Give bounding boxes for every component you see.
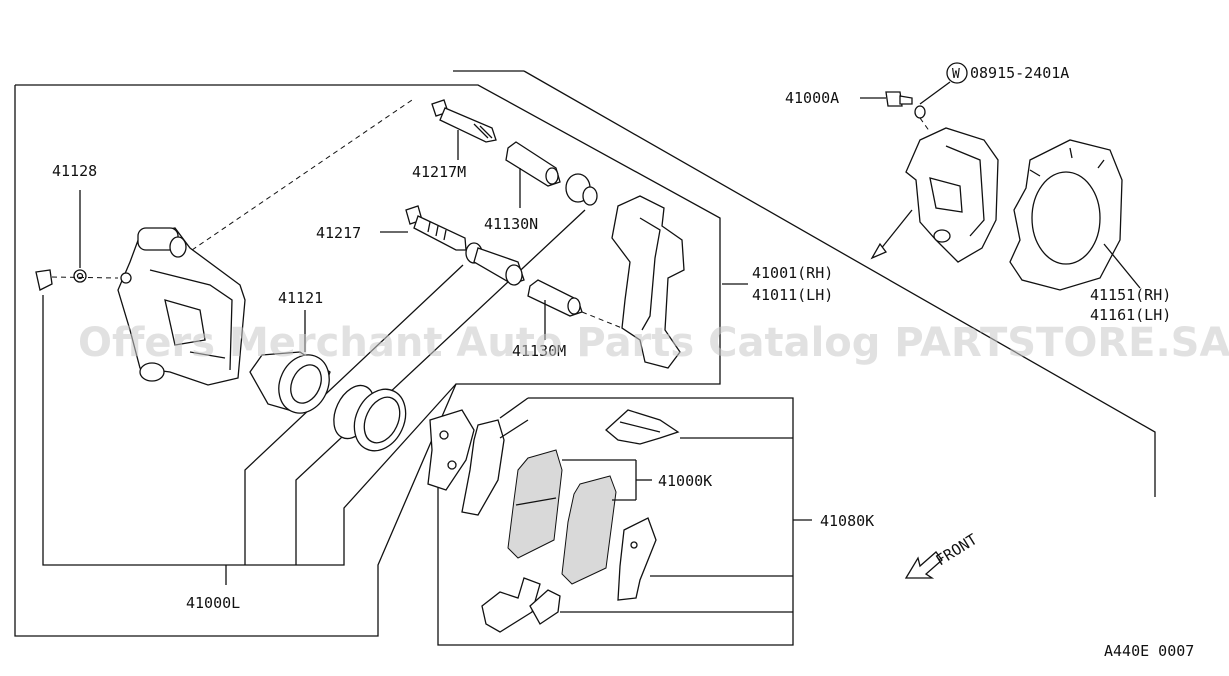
- label-41130m: 41130M: [512, 342, 566, 360]
- label-41161-lh: 41161(LH): [1090, 306, 1171, 324]
- label-41121: 41121: [278, 289, 323, 307]
- label-08915-2401a: 08915-2401A: [970, 64, 1069, 82]
- caliper-support-bracket: [611, 195, 748, 369]
- label-41130n: 41130N: [484, 215, 538, 233]
- label-41001-rh: 41001(RH): [752, 264, 833, 282]
- pad-kit: [427, 409, 812, 633]
- label-front: FRONT: [933, 530, 981, 569]
- diagram-code: A440E 0007: [1104, 642, 1194, 660]
- frame-lines: [14, 70, 1156, 646]
- label-41217m: 41217M: [412, 163, 466, 181]
- assembled-caliper: [860, 81, 999, 263]
- washer-symbol-circle: [946, 62, 968, 84]
- label-41217: 41217: [316, 224, 361, 242]
- guide-pins: [191, 97, 623, 340]
- front-arrow-icon: [904, 551, 943, 579]
- piston-and-seals: [249, 310, 407, 452]
- label-41128: 41128: [52, 162, 97, 180]
- bleeder-screw: [35, 190, 119, 291]
- dust-shield: [1009, 139, 1141, 291]
- label-41011-lh: 41011(LH): [752, 286, 833, 304]
- label-41151-rh: 41151(RH): [1090, 286, 1171, 304]
- part-labels: 41128 41217M 41130N 41217 41121 41130M 4…: [52, 62, 1194, 660]
- caliper-body: [117, 227, 246, 386]
- label-41000a: 41000A: [785, 89, 839, 107]
- label-41080k: 41080K: [820, 512, 874, 530]
- watermark: Offers Merchant Auto Parts Catalog PARTS…: [78, 320, 1229, 366]
- label-41000l: 41000L: [186, 594, 240, 612]
- direction-arrow: [870, 209, 913, 260]
- washer-symbol: W: [952, 67, 960, 82]
- label-41000k: 41000K: [658, 472, 712, 490]
